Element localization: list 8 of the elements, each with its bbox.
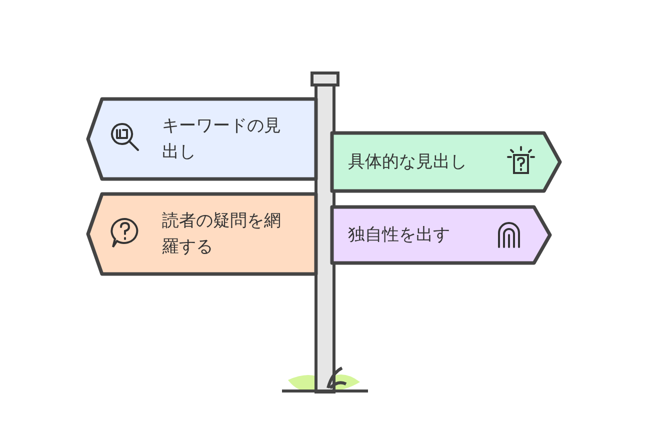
signpost-board [86, 97, 318, 181]
sign-text: キーワードの見出し [162, 115, 282, 164]
sign-text: 読者の疑問を網羅する [162, 210, 282, 259]
signpost-board [330, 131, 562, 193]
sign-text: 具体的な見出し [348, 151, 468, 174]
signpost-board [86, 192, 318, 276]
sign-text: 独自性を出す [348, 224, 451, 247]
signpost-board [330, 205, 552, 265]
